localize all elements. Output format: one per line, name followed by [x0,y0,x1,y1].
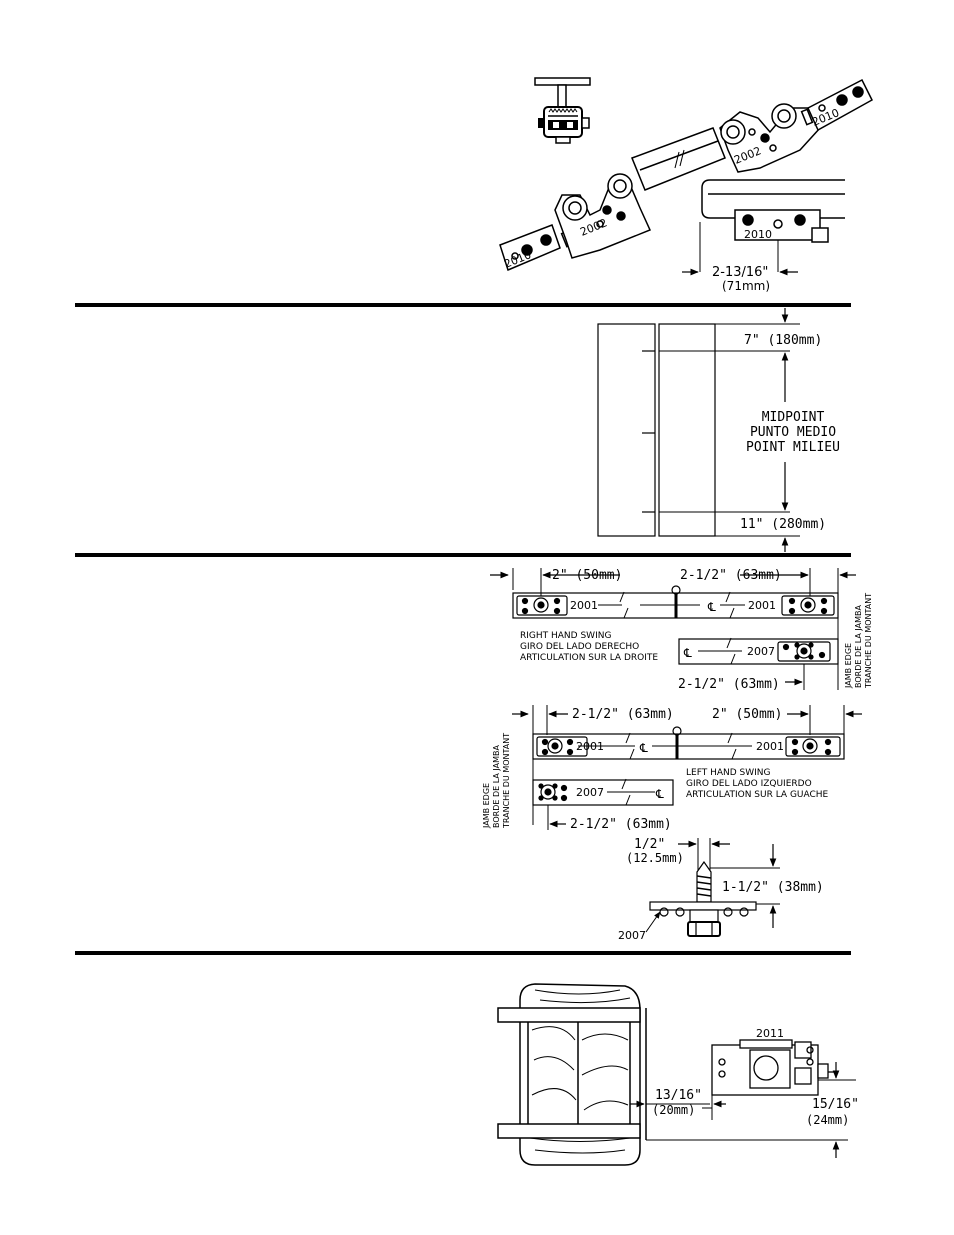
rh-jamb-edge-fr: TRANCHE DU MONTANT [864,593,873,689]
dim-top-180mm: 7" (180mm) [744,333,822,348]
lh-part-2001-right: 2001 [756,740,784,753]
lh-swing-label-fr: ARTICULATION SUR LA GUACHE [686,790,829,800]
lh-jamb-edge-en: JAMB EDGE [482,783,491,829]
midpoint-label-es: PUNTO MEDIO [750,425,836,440]
midpoint-label-en: MIDPOINT [762,410,825,425]
section-1-track-hangers [499,77,873,276]
rh-part-2001-left: 2001 [570,599,598,612]
pivot-dim-height: 1-1/2" (38mm) [722,880,824,895]
part-2011-label: 2011 [756,1027,784,1040]
section-divider-1 [75,303,851,307]
rh-part-2001-right: 2001 [748,599,776,612]
rh-dim-bottom-63mm: 2-1/2" (63mm) [678,677,780,692]
pivot-detail-labels: 1/2" (12.5mm) 1-1/2" (38mm) 2007 [618,837,824,942]
dim-bottom-280mm: 11" (280mm) [740,517,826,532]
rh-swing-label-en: RIGHT HAND SWING [520,631,611,641]
dim-24mm-mm: (24mm) [806,1113,849,1127]
section-divider-2 [75,553,851,557]
lh-part-2007: 2007 [576,786,604,799]
lh-swing-label-es: GIRO DEL LADO IZQUIERDO [686,779,812,789]
dim-71mm-in: 2-13/16" [712,265,768,280]
lh-centerline-top: ℄ [639,741,648,755]
rh-centerline-top: ℄ [707,600,716,614]
rh-swing-label-fr: ARTICULATION SUR LA DROITE [520,653,658,663]
right-hand-swing-diagram [490,568,856,690]
left-hand-swing-labels: 2-1/2" (63mm) 2" (50mm) 2001 2001 ℄ 2007… [482,707,829,832]
lh-swing-label-en: LEFT HAND SWING [686,768,771,778]
pivot-dim-width-mm: (12.5mm) [626,851,684,865]
section-2-labels: 7" (180mm) MIDPOINT PUNTO MEDIO POINT MI… [740,333,840,532]
hanger-assembly-right [719,78,873,173]
section-divider-3 [75,951,851,955]
pivot-part-2007: 2007 [618,929,646,942]
section-4-labels: 2011 13/16" (20mm) 15/16" (24mm) [652,1027,859,1127]
rh-jamb-edge-en: JAMB EDGE [844,643,853,689]
section-4-dims [630,1062,848,1158]
track-detail-2010 [682,179,845,276]
midpoint-label-fr: POINT MILIEU [746,440,840,455]
pivot-dim-width-in: 1/2" [634,837,665,852]
lh-dim-63mm: 2-1/2" (63mm) [572,707,674,722]
lh-centerline-lower: ℄ [655,787,664,801]
section-2-door-panels [597,308,800,552]
dim-71mm-mm: (71mm) [722,279,770,293]
lh-dim-50mm: 2" (50mm) [712,707,782,722]
rh-swing-label-es: GIRO DEL LADO DERECHO [520,642,639,652]
dim-20mm-in: 13/16" [655,1088,702,1103]
hanger-cross-section [534,77,591,144]
lh-part-2001-left: 2001 [576,740,604,753]
right-hand-swing-labels: 2" (50mm) 2-1/2" (63mm) 2001 2001 ℄ 2007… [520,568,873,692]
lh-dim-bottom-63mm: 2-1/2" (63mm) [570,817,672,832]
dim-20mm-mm: (20mm) [652,1103,695,1117]
pivot-bracket-2011 [702,1039,856,1120]
track-segment [631,127,726,191]
pivot-detail [645,838,780,937]
rh-part-2007: 2007 [747,645,775,658]
rh-dim-50mm: 2" (50mm) [552,568,622,583]
rh-dim-63mm: 2-1/2" (63mm) [680,568,782,583]
rh-centerline-lower: ℄ [683,646,692,660]
lh-jamb-edge-fr: TRANCHE DU MONTANT [502,733,511,829]
rh-jamb-edge-es: BORDE DE LA JAMBA [854,605,863,688]
dim-24mm-in: 15/16" [812,1097,859,1112]
left-hand-swing-diagram [512,705,862,830]
part-2010-detail-label: 2010 [744,228,772,241]
jamb-cross-section [497,983,647,1166]
hanger-assembly-left [499,173,652,272]
lh-jamb-edge-es: BORDE DE LA JAMBA [492,745,501,828]
